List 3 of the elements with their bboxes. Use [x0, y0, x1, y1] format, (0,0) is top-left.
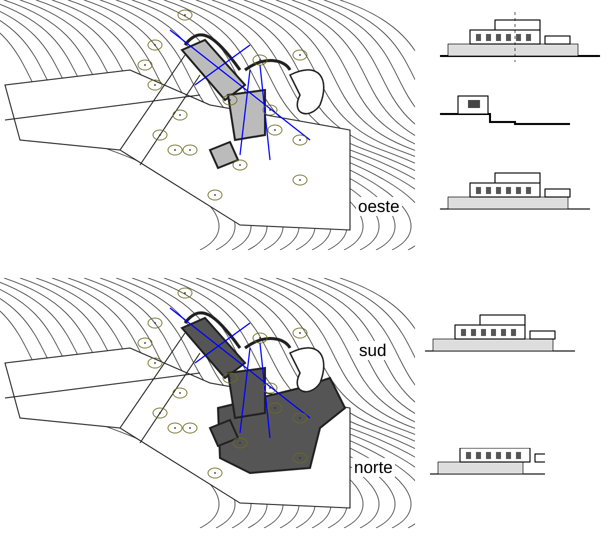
view-label: norte: [352, 458, 395, 477]
view-label: oeste: [356, 197, 402, 216]
view-label: sud: [357, 341, 388, 360]
